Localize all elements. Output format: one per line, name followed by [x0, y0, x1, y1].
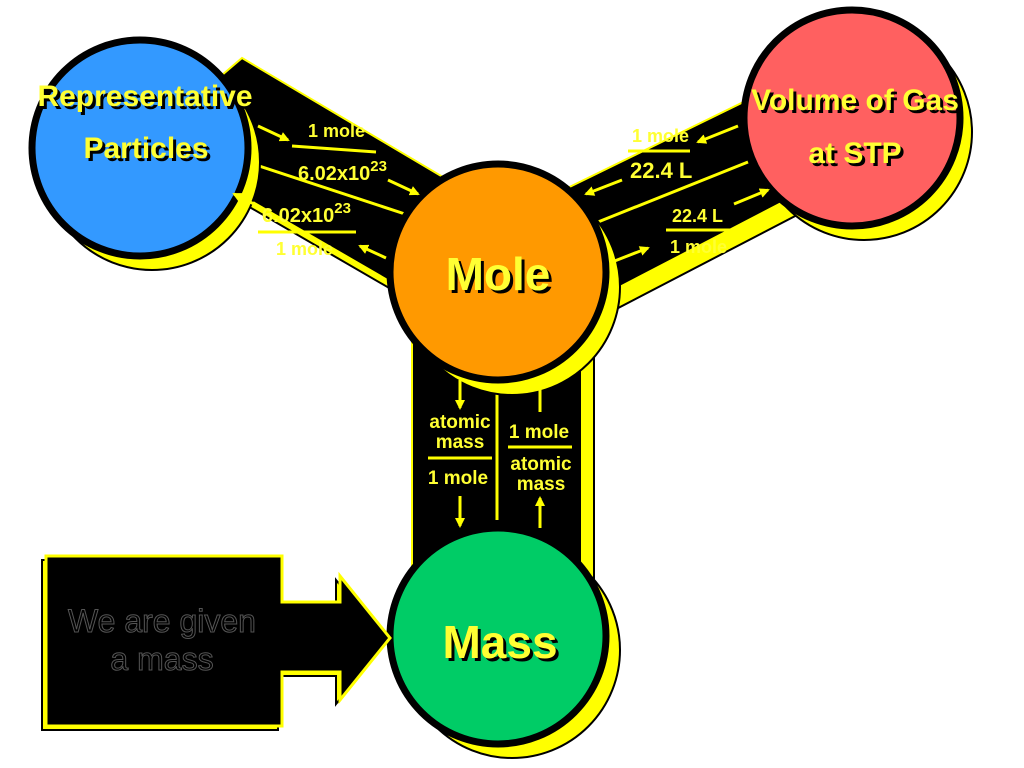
m2g-denominator: 1 mole	[670, 237, 727, 257]
band-dividers	[249, 160, 749, 520]
mole-label: Mole	[446, 248, 551, 300]
particles-line1: Representative	[37, 80, 252, 113]
arrow-mole-to-particles-b	[358, 244, 387, 260]
node-mole-circle	[386, 160, 610, 384]
arrow-mole-to-gas-a	[611, 246, 650, 264]
node-gas-circle	[740, 6, 964, 230]
label-gas-to-mole: 1 mole 22.4 L	[628, 126, 692, 183]
label-mole-to-gas: 22.4 L 1 mole	[666, 206, 730, 257]
arrow-gas-to-mole-b	[584, 178, 623, 196]
g2m-numerator: 1 mole	[632, 126, 689, 146]
label-particles-to-mole: 1 mole 6.02x1023	[291, 121, 387, 185]
p2m-fraction-bar	[291, 144, 377, 154]
mass-label: Mass	[442, 616, 557, 668]
p2m-numerator: 1 mole	[308, 121, 365, 141]
arrow-gas-to-mole-a	[696, 124, 739, 144]
label-mole-to-particles: 6.02x1023 1 mole	[258, 200, 356, 259]
arrow-particles-to-mole-a	[257, 124, 290, 142]
node-gas	[740, 6, 964, 230]
particles-shadow-2: Particles	[86, 135, 211, 168]
arrow-particles-to-mole-b	[387, 178, 420, 196]
gas-shadow-2: at STP	[811, 140, 904, 173]
m2ms-numerator-2: mass	[436, 432, 485, 453]
particles-line2: Particles	[83, 132, 208, 165]
m2g-numerator: 22.4 L	[672, 206, 723, 226]
callout-line2: a mass	[110, 641, 213, 677]
gas-line2: at STP	[808, 137, 901, 170]
gas-shadow-1: Volume of Gas	[754, 87, 962, 120]
node-particles	[28, 36, 252, 260]
g2m-denominator: 22.4 L	[630, 158, 692, 183]
m2ms-numerator-1: atomic	[429, 412, 491, 433]
ms2m-denominator-2: mass	[517, 474, 566, 495]
label-mole-to-mass: atomic mass 1 mole	[428, 412, 492, 489]
mass-shadow: Mass	[445, 619, 560, 671]
node-labels: Representative Representative Particles …	[37, 80, 961, 671]
node-mole	[386, 160, 610, 384]
m2ms-denominator: 1 mole	[428, 468, 488, 489]
particles-shadow-1: Representative	[40, 83, 255, 116]
arrow-mole-to-gas-b	[733, 188, 770, 206]
callout-shape	[44, 554, 392, 728]
gas-line1: Volume of Gas	[751, 84, 959, 117]
m2p-numerator: 6.02x1023	[262, 200, 351, 227]
mole-shadow: Mole	[449, 251, 554, 303]
label-mass-to-mole: 1 mole atomic mass	[508, 422, 572, 495]
arrow-mole-to-particles-a	[232, 192, 263, 210]
given-mass-callout: We are given a mass	[41, 554, 392, 731]
callout-line1: We are given	[68, 603, 256, 639]
ms2m-numerator: 1 mole	[509, 422, 569, 443]
m2p-denominator: 1 mole	[276, 239, 333, 259]
ms2m-denominator-1: atomic	[510, 454, 572, 475]
flow-arrows	[232, 124, 770, 528]
node-particles-circle	[28, 36, 252, 260]
p2m-denominator: 6.02x1023	[298, 158, 387, 185]
